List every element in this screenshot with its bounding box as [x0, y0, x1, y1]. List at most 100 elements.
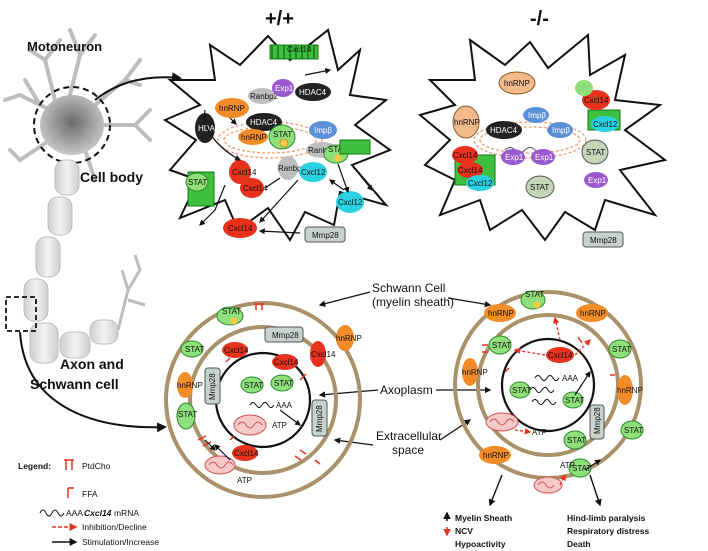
- svg-text:Hind-limb paralysis: Hind-limb paralysis: [567, 513, 646, 523]
- wt-mmp28-right: Mmp28: [315, 405, 324, 432]
- wt-cxcl14-d: Cxcl14: [234, 449, 259, 458]
- ko-hnrnp-left: hnRNP: [462, 368, 488, 377]
- ko-stat-bottom-outer: STAT: [572, 464, 591, 473]
- legend-mrna-gene: Cxcl14: [84, 508, 112, 518]
- ko-exp1-label-a: Exp1: [505, 153, 524, 162]
- motoneuron-illustration: [3, 28, 182, 433]
- wildtype-nerve-cross-section: STAT STAT STAT hnRNP hnRNP Mmp28 Mmp28: [164, 301, 362, 499]
- svg-text:Myelin Sheath: Myelin Sheath: [455, 513, 512, 523]
- cell-body-label: Cell body: [80, 169, 143, 185]
- wt-stat-top: STAT: [222, 307, 241, 316]
- ko-mmp28-cross: Mmp28: [593, 407, 602, 434]
- axon-connector-arrow: [19, 331, 167, 433]
- ko-impb-label-b: Impβ: [552, 126, 570, 135]
- svg-text:AAA: AAA: [276, 401, 293, 410]
- svg-text:Respiratory distress: Respiratory distress: [567, 526, 649, 536]
- legend-aaa: AAA: [66, 508, 83, 518]
- axon-schwann-label-line1: Axon and: [60, 356, 124, 372]
- stat-label-nucleus: STAT: [273, 130, 292, 139]
- ko-hnrnp-label-a: hnRNP: [504, 79, 530, 88]
- axon-schwann-label-line2: Schwann cell: [30, 376, 119, 392]
- wildtype-cell-body: Cxcl14 hnRNP Ranbp2 Exp1 HDAC4 HDAC4 HDA…: [162, 28, 393, 243]
- ko-hnrnp-right: hnRNP: [617, 386, 643, 395]
- ko-cxcl14-label-left-b: Cxcl14: [458, 166, 483, 175]
- ffa-symbol-icon: [67, 487, 74, 498]
- ko-hnrnp-bottom: hnRNP: [483, 451, 509, 460]
- axoplasm-label: Axoplasm: [380, 383, 433, 397]
- wt-hnrnp-left: hnRNP: [177, 381, 203, 390]
- ko-stat-axon-a: STAT: [512, 386, 531, 395]
- extracellular-label-1: Extracellular: [376, 429, 442, 443]
- wt-stat-left-upper: STAT: [185, 345, 204, 354]
- impb-label: Impβ: [314, 126, 332, 135]
- ko-cxcl12-label-left: Cxcl12: [468, 179, 493, 188]
- ko-hnrnp-label-b: hnRNP: [454, 118, 480, 127]
- wt-mrna-strand: AAA: [249, 401, 293, 410]
- legend-mrna-rest: mRNA: [114, 508, 139, 518]
- ko-atp-outer: ATP: [560, 461, 575, 470]
- wt-atp-axon: ATP: [272, 421, 287, 430]
- legend-ffa: FFA: [82, 489, 98, 499]
- wt-stat-left-lower: STAT: [178, 410, 197, 419]
- hnrnp-label: hnRNP: [219, 104, 245, 113]
- ko-hdac4-label: HDAC4: [490, 126, 518, 135]
- ko-exp1-label-c: Exp1: [588, 176, 607, 185]
- motoneuron-label: Motoneuron: [27, 39, 102, 54]
- ko-cxcl14-axon: Cxcl14: [548, 351, 573, 360]
- wt-stat-axon-a: STAT: [244, 381, 263, 390]
- schwann-cell-label-1: Schwann Cell: [372, 281, 445, 295]
- wt-cxcl14-c: Cxcl14: [311, 350, 336, 359]
- stat-label-right: STAT: [328, 145, 347, 154]
- wildtype-header: +/+: [265, 8, 294, 30]
- ko-atp-axon: ATP: [532, 428, 547, 437]
- cxcl14-label-b: Cxcl14: [243, 184, 268, 193]
- cell-body-connector-arrow: [94, 72, 182, 101]
- svg-text:Cxcl14: Cxcl14: [287, 45, 312, 54]
- ko-stat-right-lower: STAT: [624, 426, 643, 435]
- wt-cxcl14-a: Cxcl14: [224, 346, 249, 355]
- legend: Legend: PtdCho FFA AAA Cxcl14 mRNA Inhib…: [18, 459, 159, 547]
- svg-text:Hypoactivity: Hypoactivity: [455, 539, 506, 549]
- membrane-receptor-top: Cxcl14: [269, 44, 319, 60]
- svg-text:NCV: NCV: [455, 526, 473, 536]
- knockout-nerve-cross-section: STAT hnRNP hnRNP hnRNP hnRNP hnRNP STAT …: [453, 290, 644, 494]
- stat-label-membrane-left: STAT: [188, 178, 207, 187]
- svg-text:AAA: AAA: [562, 374, 579, 383]
- ko-hnrnp-top-left: hnRNP: [488, 309, 514, 318]
- legend-stimulation: Stimulation/Increase: [82, 537, 159, 547]
- hdac4-label-nucleus: HDAC4: [250, 118, 278, 127]
- outcome-arrows: [488, 474, 602, 507]
- wt-hnrnp-right: hnRNP: [336, 334, 362, 343]
- ko-cxcl14-label-right: Cxcl14: [584, 96, 609, 105]
- ko-cxcl14-label-left-a: Cxcl14: [453, 151, 478, 160]
- hnrnp-label-nucleus: hnRNP: [241, 133, 267, 142]
- ko-stat-axon-b: STAT: [565, 396, 584, 405]
- schwann-cell-label-2: (myelin sheath): [372, 295, 454, 309]
- mmp28-label-wt: Mmp28: [312, 231, 339, 240]
- cxcl12-label-mid: Cxcl12: [301, 168, 326, 177]
- wt-stat-axon-b: STAT: [274, 379, 293, 388]
- mmp28-label-ko: Mmp28: [590, 236, 617, 245]
- ranbp2-label-top: Ranbp2: [250, 92, 279, 101]
- wt-mmp28-top: Mmp28: [272, 331, 299, 340]
- ko-mrna-strands: AAA: [529, 374, 579, 405]
- cxcl12-label-right: Cxcl12: [338, 198, 363, 207]
- wt-mmp28-left: Mmp28: [208, 373, 217, 400]
- wt-atp-outer: ATP: [237, 476, 252, 485]
- ko-stat-bottom: STAT: [567, 436, 586, 445]
- ranbp2-label-nucleus: Ranbp2: [308, 146, 337, 155]
- ranbp2-label-lower: Ranbp2: [278, 164, 307, 173]
- ko-stat-label-right: STAT: [586, 148, 605, 157]
- ko-stat-label-center: STAT: [530, 183, 549, 192]
- ko-hnrnp-top-right: hnRNP: [580, 309, 606, 318]
- exp1-label-top: Exp1: [275, 84, 294, 93]
- extracellular-label-2: space: [392, 443, 424, 457]
- legend-title: Legend:: [18, 461, 51, 471]
- outcomes-left: Myelin Sheath NCV Hypoactivity: [443, 511, 512, 549]
- ko-impb-label-a: Impβ: [528, 111, 546, 120]
- knockout-header: -/-: [530, 8, 549, 30]
- legend-inhibition: Inhibition/Decline: [82, 522, 147, 532]
- svg-text:Death: Death: [567, 539, 591, 549]
- cxcl14-label-c: Cxcl14: [228, 224, 253, 233]
